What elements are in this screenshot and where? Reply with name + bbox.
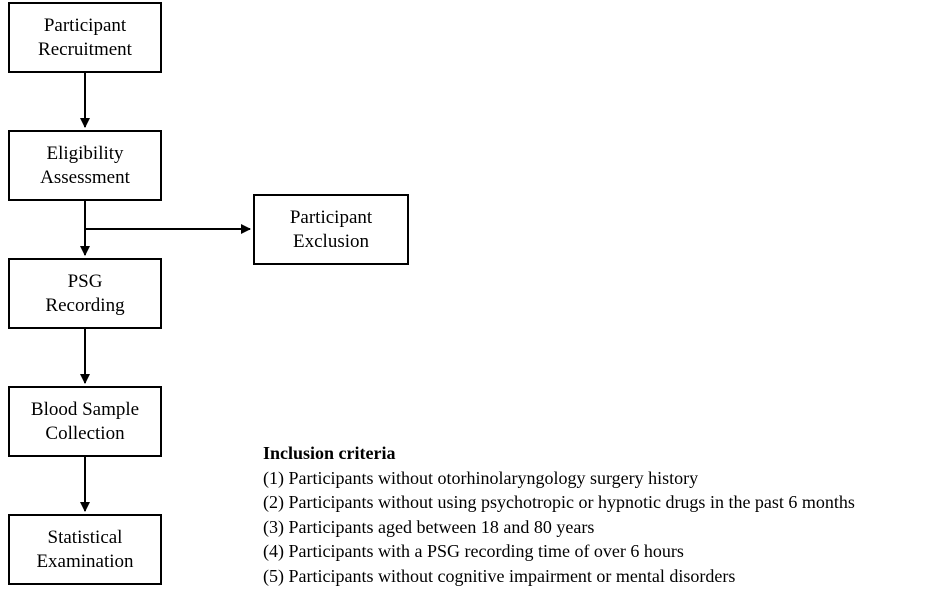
step-line: Blood Sample: [30, 398, 140, 420]
criteria-item: (2) Participants without using psychotro…: [263, 492, 855, 512]
step-line: Statistical: [47, 526, 123, 548]
step-psg-recording: PSG Recording: [8, 258, 162, 329]
step-line: Eligibility: [46, 142, 124, 164]
step-statistical-examination: Statistical Examination: [8, 514, 162, 585]
inclusion-criteria: Inclusion criteria (1) Participants with…: [263, 441, 855, 588]
step-line: PSG: [67, 270, 103, 292]
inclusion-criteria-title: Inclusion criteria: [263, 443, 396, 463]
criteria-item: (4) Participants with a PSG recording ti…: [263, 541, 684, 561]
step-line: Recruitment: [38, 38, 132, 60]
criteria-item: (5) Participants without cognitive impai…: [263, 565, 736, 586]
criteria-item: (1) Participants without otorhinolaryngo…: [263, 467, 699, 488]
step-line: Exclusion: [293, 230, 369, 252]
step-line: Recording: [45, 294, 125, 316]
step-line: Collection: [45, 422, 125, 444]
step-participant-recruitment: Participant Recruitment: [8, 2, 162, 73]
step-line: Examination: [36, 550, 134, 572]
step-blood-sample-collection: Blood Sample Collection: [8, 386, 162, 457]
step-line: Participant: [43, 14, 127, 36]
step-participant-exclusion: Participant Exclusion: [253, 194, 409, 265]
step-line: Participant: [289, 206, 373, 228]
criteria-item: (3) Participants aged between 18 and 80 …: [263, 516, 595, 537]
step-eligibility-assessment: Eligibility Assessment: [8, 130, 162, 201]
step-line: Assessment: [40, 166, 130, 188]
